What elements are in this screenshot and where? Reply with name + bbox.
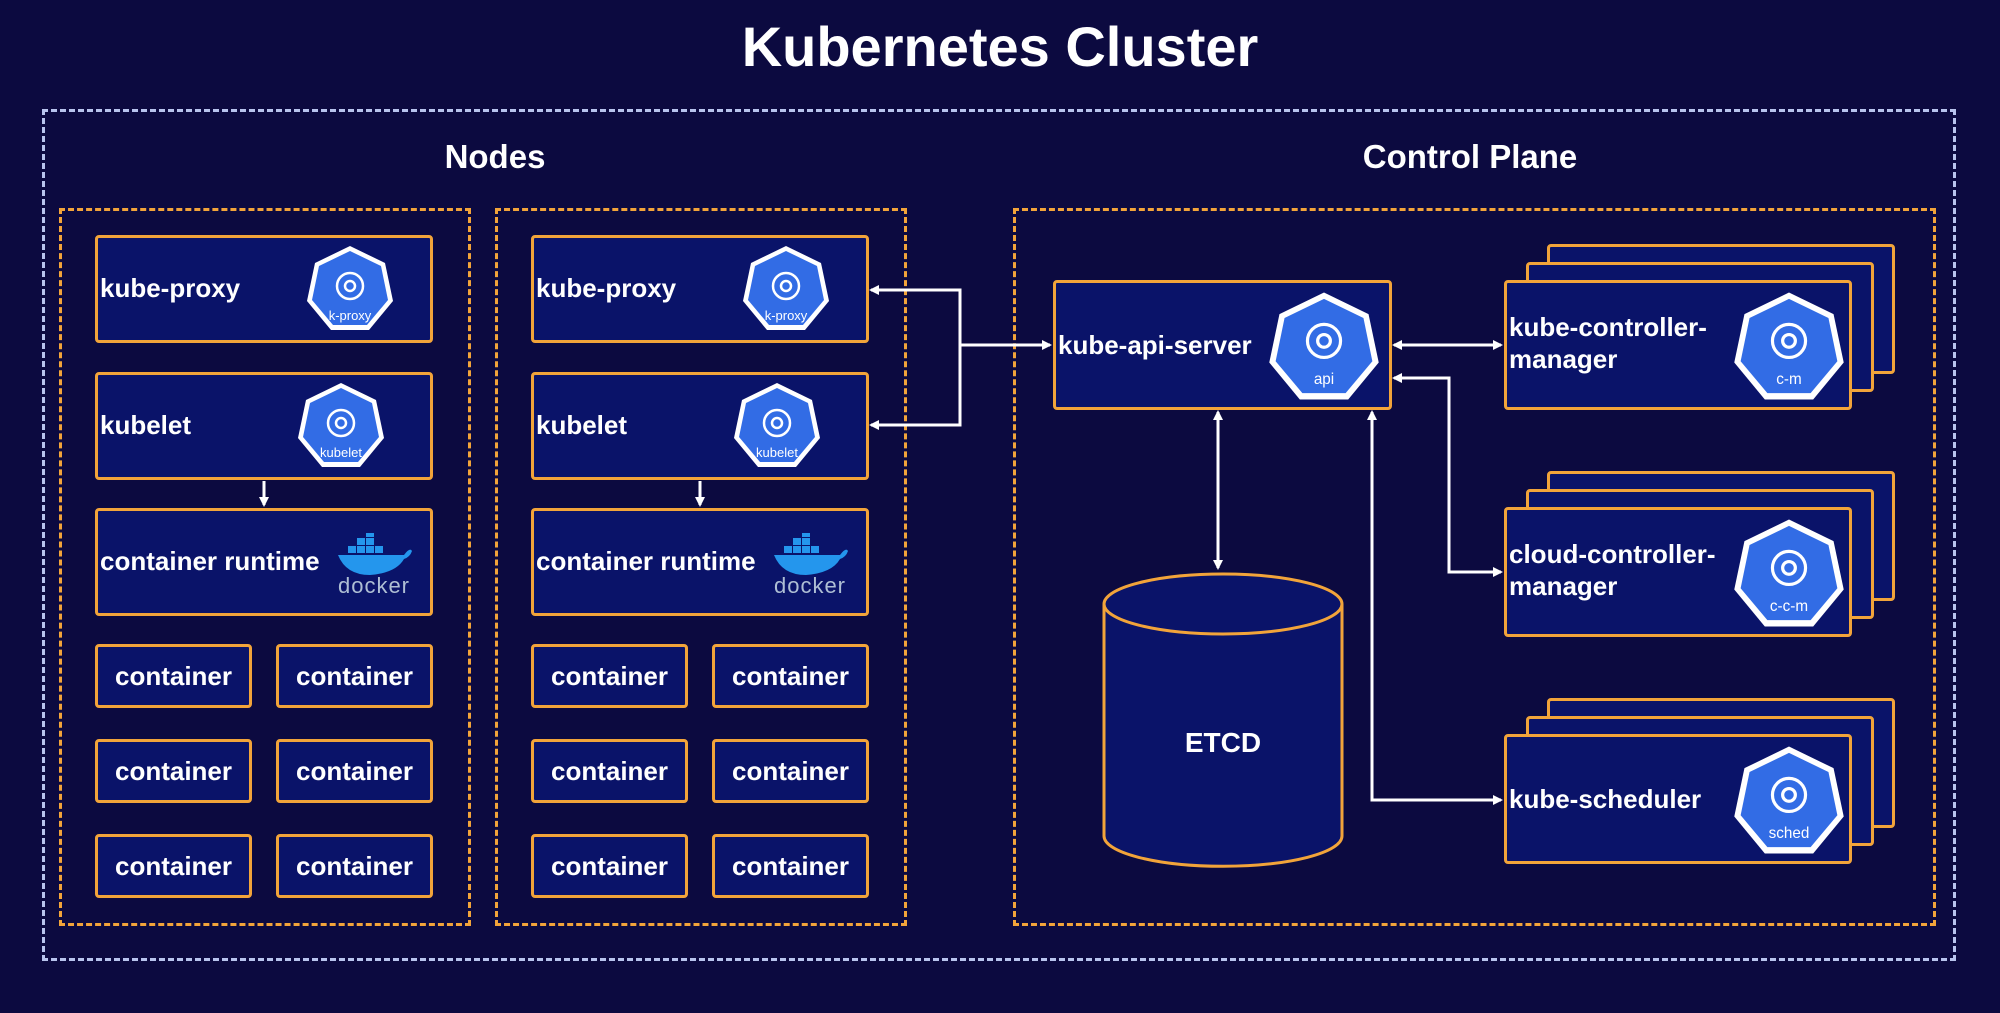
container-box: container: [531, 834, 688, 898]
api-scheduler-arrow: [1367, 410, 1503, 805]
container-runtime-box: container runtime docker: [531, 508, 869, 616]
kube-proxy-label: kube-proxy: [100, 273, 241, 303]
kube-api-server-label: kube-api-server: [1058, 330, 1252, 360]
control-plane-title: Control Plane: [1362, 138, 1578, 175]
kubelet-icon: kubelet: [734, 383, 820, 467]
node-1-frame: [59, 208, 471, 926]
cloud-controller-manager-icon: c-c-m: [1734, 519, 1844, 627]
docker-wordmark: docker: [773, 573, 847, 598]
kube-proxy-api-connector: [869, 285, 1052, 350]
container-runtime-label: container runtime: [536, 546, 756, 576]
api-server-icon-label: api: [1314, 371, 1334, 388]
etcd-label: ETCD: [1185, 727, 1261, 758]
kube-api-server-box: kube-api-server api: [1053, 280, 1392, 410]
container-runtime-label: container runtime: [100, 546, 320, 576]
kubelet-label: kubelet: [536, 410, 628, 440]
kube-proxy-icon-label: k-proxy: [765, 308, 808, 323]
docker-icon: docker: [770, 530, 850, 603]
container-box: container: [95, 834, 252, 898]
cloud-controller-manager-label-line1: cloud-controller-: [1509, 539, 1716, 569]
etcd-database: ETCD: [1102, 572, 1344, 868]
container-box: container: [276, 739, 433, 803]
container-box: container: [276, 834, 433, 898]
kube-proxy-box: kube-proxy k-proxy: [95, 235, 433, 343]
kubelet-box: kubelet kubelet: [531, 372, 869, 480]
container-box: container: [95, 739, 252, 803]
api-server-icon: api: [1269, 292, 1379, 400]
kubelet-box: kubelet kubelet: [95, 372, 433, 480]
cluster-frame: [42, 109, 1956, 961]
kube-scheduler-label: kube-scheduler: [1509, 784, 1702, 814]
node-2-frame: [495, 208, 907, 926]
diagram-title: Kubernetes Cluster: [741, 15, 1259, 78]
kube-scheduler-box: kube-scheduler sched: [1504, 734, 1852, 864]
kube-proxy-icon: k-proxy: [307, 246, 393, 330]
docker-icon: docker: [334, 530, 414, 603]
kubelet-api-connector: [869, 345, 962, 430]
scheduler-icon-label: sched: [1769, 825, 1810, 842]
container-box: container: [531, 644, 688, 708]
kubelet-label: kubelet: [100, 410, 192, 440]
docker-wordmark: docker: [337, 573, 411, 598]
container-box: container: [712, 834, 869, 898]
container-box: container: [95, 644, 252, 708]
kubelet-icon-label: kubelet: [320, 445, 362, 460]
container-box: container: [531, 739, 688, 803]
kube-controller-manager-label-line2: manager: [1509, 344, 1618, 374]
api-cloud-controller-arrow: [1392, 373, 1503, 577]
cloud-controller-manager-box: cloud-controller- manager c-c-m: [1504, 507, 1852, 637]
cloud-controller-manager-label-line2: manager: [1509, 571, 1618, 601]
controller-manager-icon: c-m: [1734, 292, 1844, 400]
kubelet-icon: kubelet: [298, 383, 384, 467]
kube-proxy-label: kube-proxy: [536, 273, 677, 303]
nodes-title: Nodes: [444, 138, 546, 175]
container-box: container: [712, 644, 869, 708]
controller-manager-icon-label: c-m: [1776, 371, 1801, 388]
container-runtime-box: container runtime docker: [95, 508, 433, 616]
kube-proxy-icon: k-proxy: [743, 246, 829, 330]
kube-proxy-icon-label: k-proxy: [329, 308, 372, 323]
cloud-controller-manager-icon-label: c-c-m: [1770, 598, 1808, 615]
container-box: container: [712, 739, 869, 803]
scheduler-icon: sched: [1734, 746, 1844, 854]
kube-controller-manager-label-line1: kube-controller-: [1509, 312, 1707, 342]
kube-controller-manager-box: kube-controller- manager c-m: [1504, 280, 1852, 410]
kubelet-icon-label: kubelet: [756, 445, 798, 460]
control-plane-frame: [1013, 208, 1936, 926]
kube-proxy-box: kube-proxy k-proxy: [531, 235, 869, 343]
container-box: container: [276, 644, 433, 708]
